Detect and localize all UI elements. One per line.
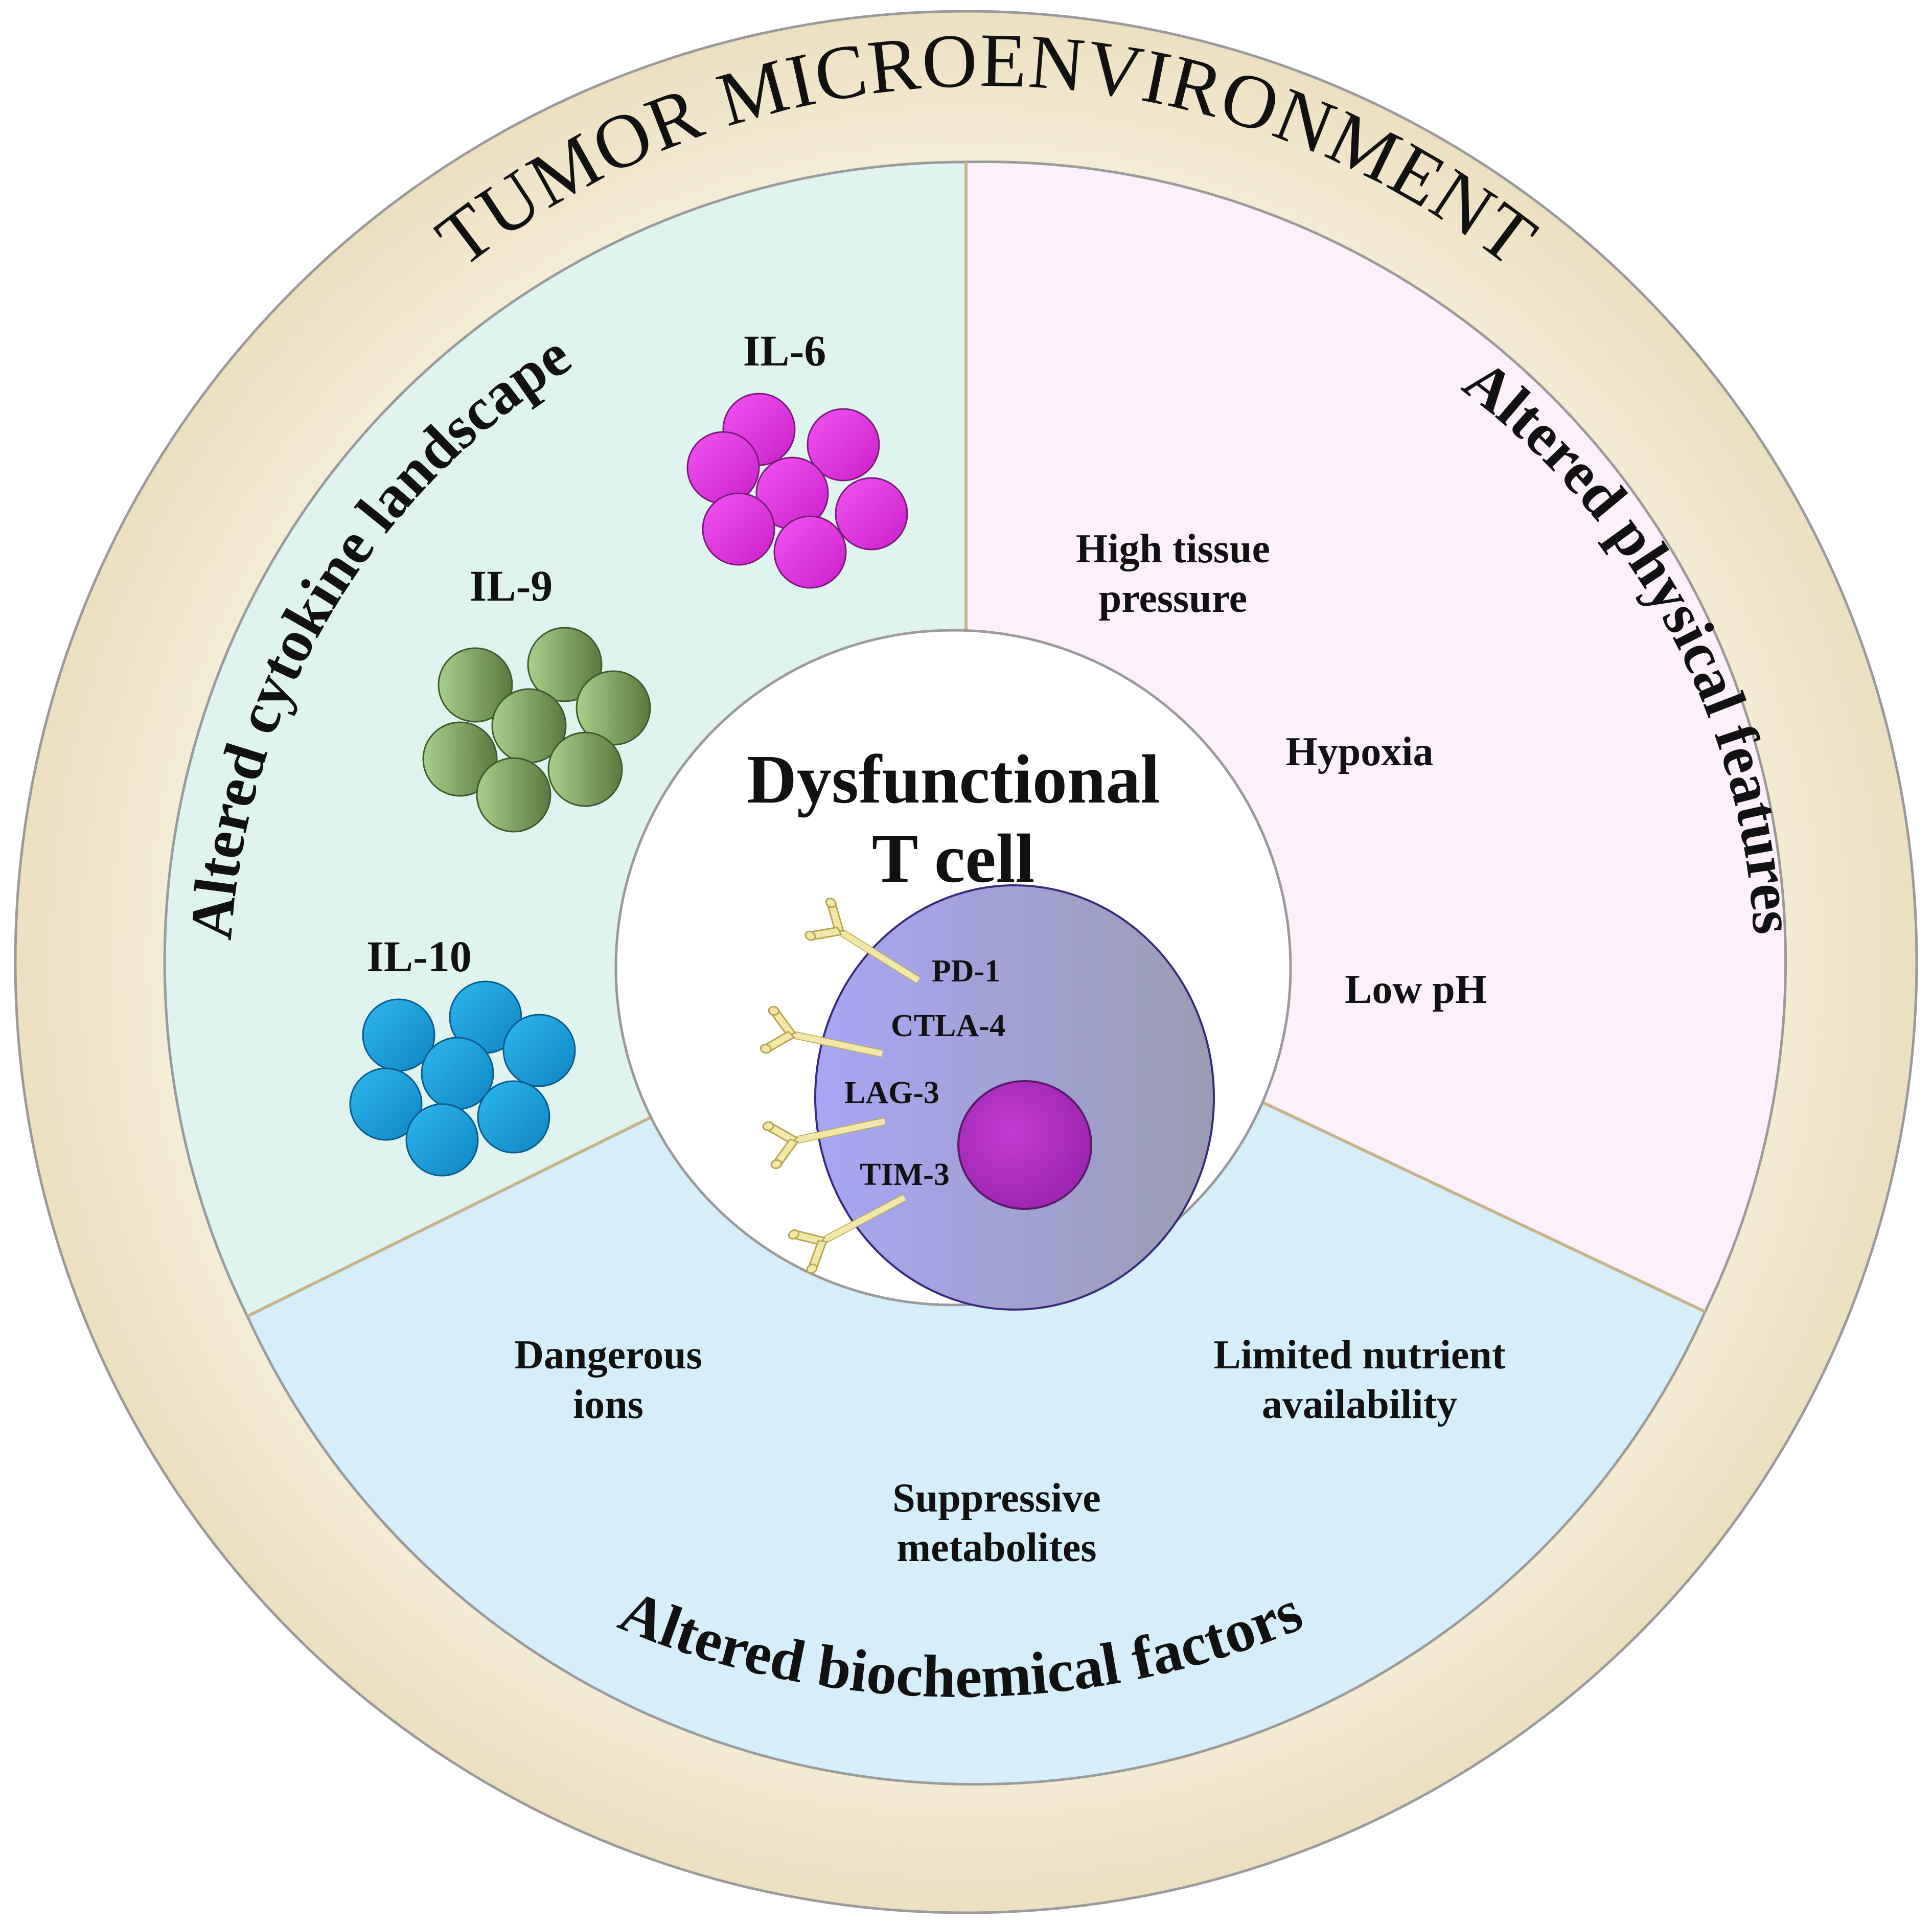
biochemical-item-metabolites-line2: metabolites <box>896 1525 1096 1570</box>
t-cell-nucleus <box>957 1080 1092 1210</box>
receptor-lag3-label: LAG-3 <box>844 1075 939 1110</box>
cytokine-il9: IL-9 <box>422 561 651 833</box>
biochemical-item-metabolites-line1: Suppressive <box>892 1476 1101 1521</box>
il10-molecule <box>477 1080 550 1154</box>
il6-molecule <box>773 515 847 589</box>
receptor-lag3: LAG-3 <box>762 1075 939 1170</box>
cytokine-il6: IL-6 <box>686 326 908 589</box>
cytokine-il10-label: IL-10 <box>366 932 471 981</box>
receptor-tim3-label: TIM-3 <box>860 1157 950 1192</box>
physical-items: High tissue pressure Hypoxia Low pH <box>1076 526 1487 1012</box>
il9-molecule <box>527 627 603 702</box>
cytokine-il9-label: IL-9 <box>470 561 553 610</box>
il6-molecule <box>702 492 775 566</box>
il6-molecule <box>835 477 908 551</box>
center-title-line2: T cell <box>872 820 1035 897</box>
biochemical-item-dangerous-line1: Dangerous <box>514 1333 702 1378</box>
cytokine-il10: IL-10 <box>349 932 576 1177</box>
il10-molecule <box>405 1103 479 1177</box>
cytokine-il10-molecules <box>349 980 576 1177</box>
receptors: PD-1 CTLA-4 LAG-3 TIM-3 <box>759 896 1005 1276</box>
receptor-pd1: PD-1 <box>803 896 1000 1001</box>
cytokine-il6-molecules <box>686 393 908 589</box>
receptor-ctla4: CTLA-4 <box>759 1005 1005 1078</box>
physical-item-high-tissue-line1: High tissue <box>1076 526 1270 571</box>
cytokine-il9-molecules <box>422 627 651 833</box>
il9-molecule <box>438 647 513 723</box>
il9-molecule <box>547 731 623 807</box>
biochemical-item-nutrient-line2: availability <box>1262 1382 1457 1427</box>
il6-molecule <box>686 431 760 505</box>
il9-molecule <box>476 757 551 833</box>
receptor-pd1-label: PD-1 <box>932 954 1000 989</box>
t-cell <box>814 884 1215 1311</box>
physical-item-low-ph: Low pH <box>1345 967 1487 1012</box>
physical-item-high-tissue-line2: pressure <box>1099 576 1247 621</box>
receptor-tim3: TIM-3 <box>786 1157 950 1276</box>
biochemical-item-dangerous-line2: ions <box>573 1382 643 1427</box>
il10-molecule <box>502 1014 576 1087</box>
il6-molecule <box>807 408 880 482</box>
biochemical-item-nutrient-line1: Limited nutrient <box>1213 1333 1505 1378</box>
physical-item-hypoxia: Hypoxia <box>1286 729 1434 774</box>
center-title-line1: Dysfunctional <box>747 741 1160 818</box>
biochemical-items: Dangerous ions Limited nutrient availabi… <box>514 1333 1506 1570</box>
il10-molecule <box>349 1067 423 1141</box>
cytokine-il6-label: IL-6 <box>743 326 826 375</box>
il9-molecule <box>422 721 498 797</box>
biochemical-sector <box>245 960 1707 1786</box>
receptor-ctla4-label: CTLA-4 <box>891 1009 1005 1043</box>
